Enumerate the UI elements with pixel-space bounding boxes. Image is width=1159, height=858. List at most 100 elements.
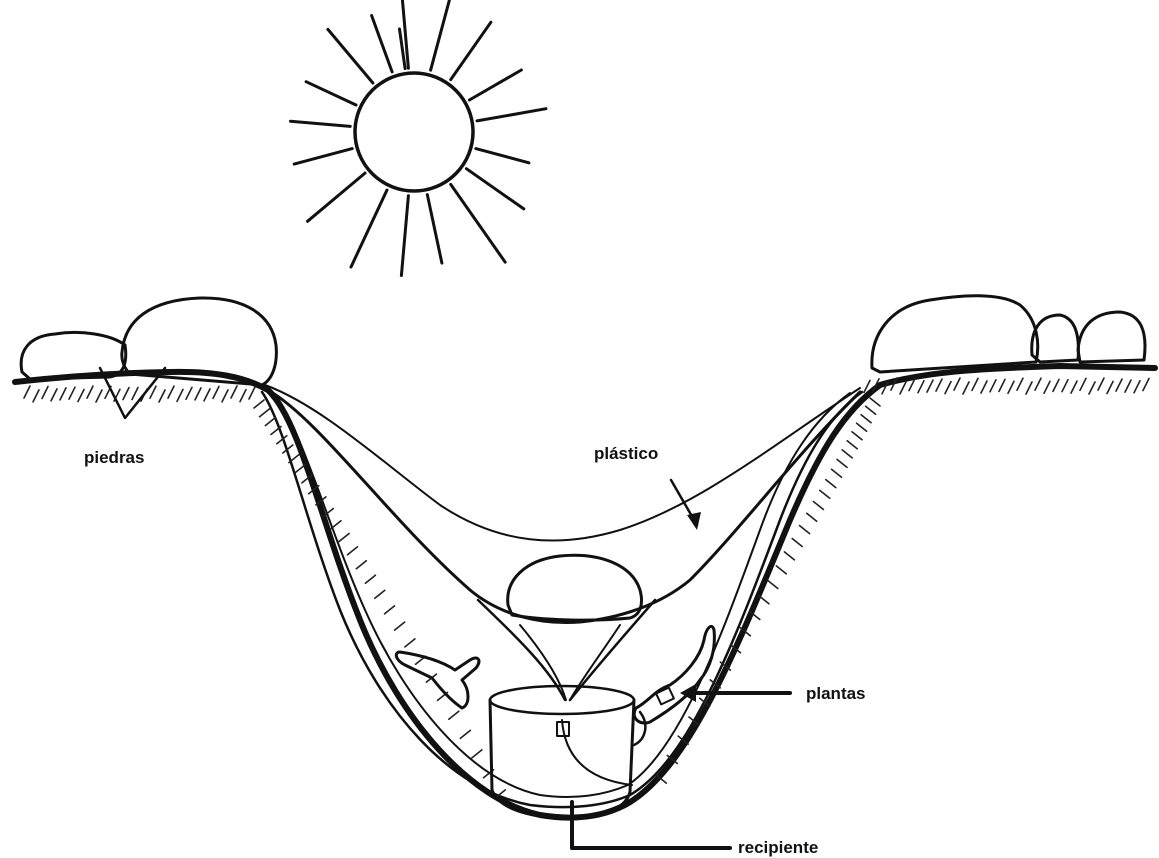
soil-hatch-mark: [776, 566, 786, 574]
soil-hatch-mark: [265, 418, 275, 426]
soil-hatch-mark: [1089, 382, 1095, 394]
soil-hatch-mark: [1017, 378, 1023, 390]
soil-hatch-mark: [33, 390, 39, 402]
soil-hatch-mark: [981, 381, 987, 393]
soil-hatch-mark: [936, 379, 942, 391]
soil-hatch-mark: [395, 622, 405, 630]
soil-hatch-mark: [954, 378, 960, 390]
soil-hatch-mark: [1116, 379, 1122, 391]
sun-ray: [401, 196, 408, 276]
soil-hatch-mark: [385, 606, 395, 614]
plastic-edge-upper: [265, 385, 860, 541]
soil-hatch-mark: [1143, 379, 1149, 391]
soil-hatching: [24, 378, 1149, 798]
ground-surface-line: [15, 366, 1155, 818]
label-piedras: piedras: [84, 368, 165, 467]
soil-hatch-mark: [375, 590, 385, 598]
soil-hatch-mark: [807, 513, 817, 521]
soil-hatch-mark: [852, 432, 862, 440]
sun-ray: [451, 184, 506, 262]
soil-hatch-mark: [159, 390, 165, 402]
rock: [872, 296, 1038, 372]
sun-ray: [306, 82, 356, 105]
sun-ray: [291, 121, 351, 126]
sun-ray: [466, 169, 523, 209]
soil-hatch-mark: [900, 382, 906, 394]
soil-hatch-mark: [945, 382, 951, 394]
soil-hatch-mark: [999, 379, 1005, 391]
soil-hatch-mark: [195, 388, 201, 400]
soil-hatch-mark: [1035, 378, 1041, 390]
soil-hatch-mark: [213, 386, 219, 398]
soil-hatch-mark: [249, 387, 255, 399]
sun-ray: [427, 195, 442, 264]
soil-hatch-mark: [78, 390, 84, 402]
soil-hatch-mark: [813, 502, 823, 510]
soil-hatch-mark: [1053, 379, 1059, 391]
soil-hatch-mark: [759, 596, 769, 604]
soil-hatch-mark: [365, 575, 375, 583]
soil-hatch-mark: [1134, 381, 1140, 393]
soil-hatch-mark: [918, 381, 924, 393]
rocks-right: [872, 296, 1145, 372]
soil-hatch-mark: [460, 730, 470, 738]
soil-hatch-mark: [348, 547, 358, 555]
sun-ray: [308, 173, 366, 221]
soil-hatch-mark: [1026, 382, 1032, 394]
label-plastico: plástico: [594, 444, 701, 530]
soil-hatch-mark: [150, 386, 156, 398]
soil-hatch-mark: [24, 386, 30, 398]
soil-hatch-mark: [870, 398, 880, 406]
soil-hatch-mark: [1125, 380, 1131, 392]
sun-ray: [451, 22, 491, 79]
soil-hatch-mark: [1098, 378, 1104, 390]
soil-hatch-mark: [254, 400, 264, 408]
soil-hatch-mark: [449, 711, 459, 719]
soil-hatch-mark: [472, 750, 482, 758]
sun-rays: [291, 0, 547, 276]
soil-hatch-mark: [1044, 381, 1050, 393]
sun-ray: [469, 70, 521, 100]
soil-hatch-mark: [1008, 381, 1014, 393]
soil-hatch-mark: [123, 388, 129, 400]
soil-hatch-mark: [132, 388, 138, 400]
soil-hatch-mark: [842, 450, 852, 458]
plastic-cone-right: [570, 600, 655, 700]
plastico-label: plástico: [594, 444, 658, 463]
soil-hatch-mark: [1080, 378, 1086, 390]
sun-ray: [372, 16, 393, 72]
soil-hatch-mark: [820, 490, 830, 498]
soil-hatch-mark: [231, 386, 237, 398]
sun-disc: [355, 73, 473, 191]
plantas-label: plantas: [806, 684, 866, 703]
soil-hatch-mark: [1062, 380, 1068, 392]
soil-hatch-mark: [972, 378, 978, 390]
sun-ray: [477, 109, 546, 121]
soil-hatch-mark: [96, 390, 102, 402]
sun-ray: [328, 29, 373, 83]
soil-hatch-mark: [800, 526, 810, 534]
soil-hatch-mark: [87, 386, 93, 398]
recipiente-pointer: [572, 802, 730, 848]
soil-hatch-mark: [837, 459, 847, 467]
soil-hatch-mark: [784, 552, 794, 560]
soil-hatch-mark: [295, 465, 305, 473]
soil-hatch-mark: [405, 639, 415, 647]
soil-hatch-mark: [331, 521, 341, 529]
soil-hatch-mark: [177, 389, 183, 401]
soil-hatch-mark: [963, 382, 969, 394]
soil-hatch-mark: [42, 387, 48, 399]
soil-hatch-mark: [186, 387, 192, 399]
container-curve: [562, 720, 632, 785]
soil-hatch-mark: [832, 469, 842, 477]
soil-hatch-mark: [927, 380, 933, 392]
center-weight-stone: [508, 555, 642, 620]
sun-ray: [294, 149, 352, 165]
soil-hatch-mark: [222, 390, 228, 402]
soil-hatch-mark: [1071, 381, 1077, 393]
soil-hatch-mark: [768, 581, 778, 589]
soil-hatch-mark: [204, 389, 210, 401]
soil-hatch-mark: [69, 387, 75, 399]
soil-hatch-mark: [866, 406, 876, 414]
